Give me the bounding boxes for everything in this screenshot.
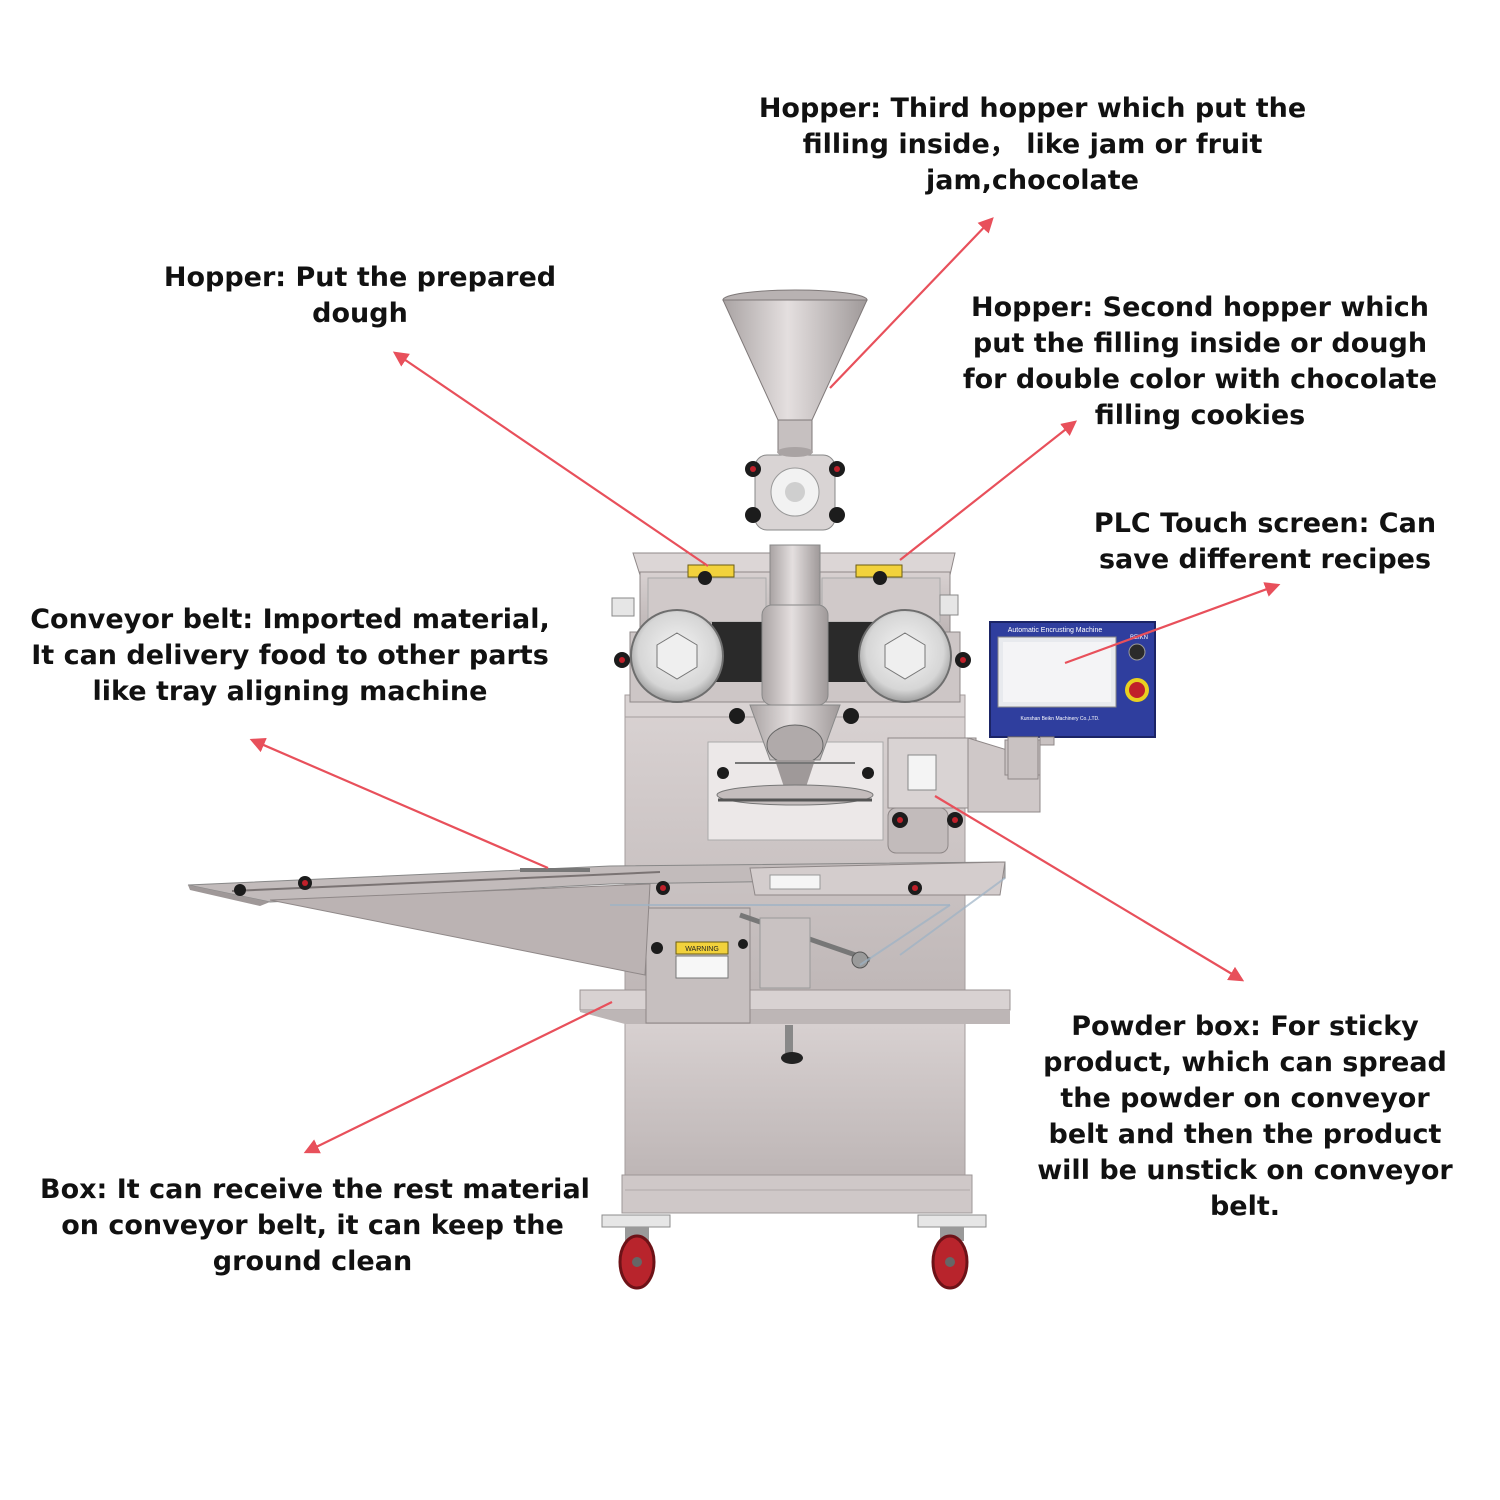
arrow-icon [392,351,709,567]
caster-wheel-icon [917,1214,987,1290]
conveyor-belt [187,861,1006,976]
arrow-icon [829,217,994,389]
annotation-line: Conveyor belt: Imported material, [30,604,550,635]
arrow-icon [249,738,549,870]
annotation-powder-box: Powder box: For sticky product, which ca… [1025,1009,1465,1225]
left-roller [630,609,770,703]
annotation-second-hopper: Hopper: Second hopper which put the fill… [950,290,1450,434]
annotation-line: like tray aligning machine [92,676,488,707]
annotation-line: Hopper: Third hopper which put the [758,93,1307,124]
annotation-line: put the filling inside or dough [972,328,1428,359]
panel-company: Kunshan Beikn Machinery Co.,LTD. [1020,716,1099,722]
annotation-line: product, which can spread [1043,1047,1447,1078]
annotation-line: It can delivery food to other parts [31,640,549,671]
annotation-line: filling cookies [1094,400,1306,431]
knob-icons [234,461,971,954]
annotation-line: for double color with chocolate [962,364,1438,395]
annotation-line: Powder box: For sticky [1071,1011,1419,1042]
annotation-plc-touch-screen: PLC Touch screen: Can save different rec… [1085,506,1445,578]
arrow-icon [934,795,1245,982]
annotation-line: save different recipes [1098,544,1432,575]
annotation-third-hopper: Hopper: Third hopper which put the filli… [755,91,1310,199]
annotation-line: Box: It can receive the rest material [40,1174,590,1205]
annotation-line: dough [312,298,408,329]
machine-base [621,1019,973,1214]
annotation-line: will be unstick on conveyor [1037,1155,1453,1186]
panel-title: Automatic Encrusting Machine [1008,627,1103,634]
plc-touch-screen: Automatic Encrusting Machine BEIKN Kunsh… [989,621,1156,780]
annotation-material-box: Box: It can receive the rest material on… [40,1172,590,1280]
material-box-shelf [579,989,1011,1024]
warning-sticker-label: WARNING [685,946,719,953]
arrow-icon [1064,582,1281,665]
panel-brand: BEIKN [1130,635,1148,641]
annotation-dough-hopper: Hopper: Put the prepared dough [150,260,570,332]
caster-wheel-icon [601,1214,671,1290]
annotation-conveyor-belt: Conveyor belt: Imported material, It can… [20,602,560,710]
knob-accents [302,466,966,891]
annotation-line: belt and then the product [1048,1119,1442,1150]
annotation-line: the powder on conveyor [1060,1083,1430,1114]
annotation-line: PLC Touch screen: Can [1093,508,1437,539]
powder-box-housing: WARNING [645,907,871,1064]
annotation-line: belt. [1209,1191,1281,1222]
filling-pump [754,454,836,531]
third-hopper [722,289,868,457]
annotation-line: Hopper: Second hopper which [971,292,1429,323]
annotation-line: Hopper: Put the prepared [163,262,557,293]
right-roller [820,609,952,703]
annotation-line: ground clean [212,1246,413,1277]
central-column [716,544,874,806]
arrow-icon [303,1001,613,1154]
annotation-line: jam,chocolate [926,165,1139,196]
annotation-line: filling inside， like jam or fruit [802,129,1263,160]
arrow-icon [899,420,1078,561]
annotation-line: on conveyor belt, it can keep the [61,1210,564,1241]
emergency-stop-icon [1125,678,1149,702]
